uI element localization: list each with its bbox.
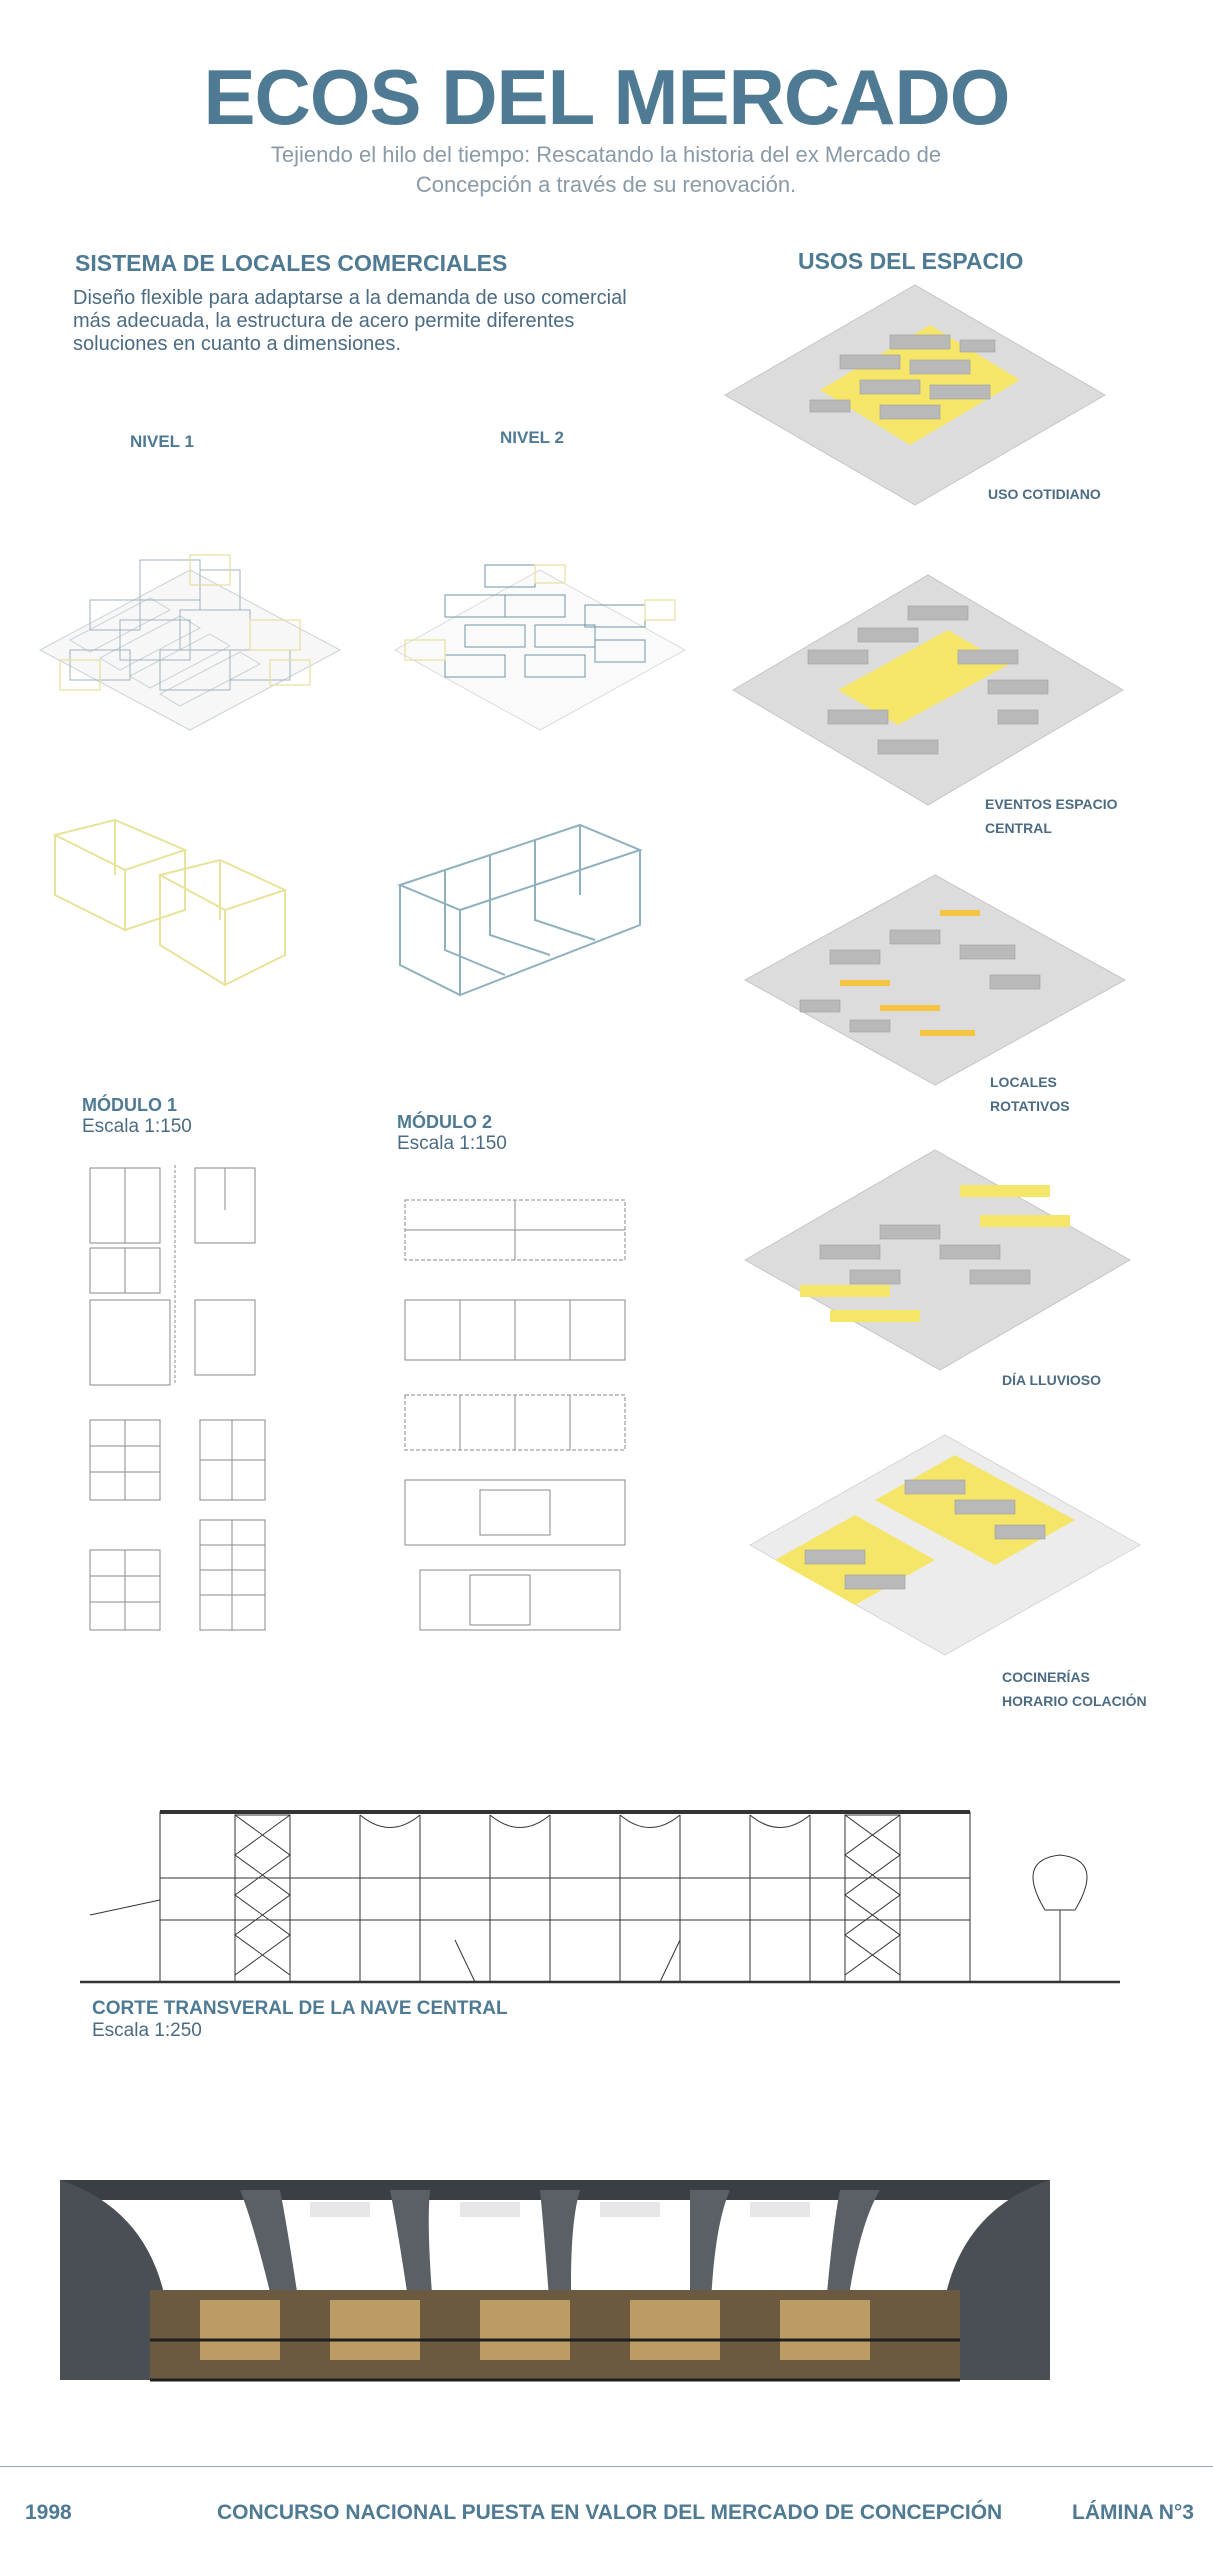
nivel-2-axonometric	[393, 564, 687, 731]
modulo-2-frame	[397, 823, 643, 997]
modulo-1-name: MÓDULO 1	[82, 1095, 178, 1115]
page-subtitle: Tejiendo el hilo del tiempo: Rescatando …	[206, 140, 1006, 200]
uso-4-label: DÍA LLUVIOSO	[1002, 1372, 1102, 1388]
corte-scale: Escala 1:250	[92, 2020, 202, 2041]
uso-5-label: COCINERÍAS HORARIO COLACIÓN	[1002, 1669, 1147, 1709]
footer-bar: 1998 CONCURSO NACIONAL PUESTA EN VALOR D…	[0, 2466, 1213, 2560]
modulo-2-plans	[404, 1199, 626, 1631]
subtitle-line-2: Concepción a través de su renovación.	[415, 172, 797, 197]
corte-title: CORTE TRANSVERAL DE LA NAVE CENTRAL	[92, 1998, 508, 2019]
corte-transversal-drawing	[80, 1810, 1120, 1984]
locales-heading: SISTEMA DE LOCALES COMERCIALES	[75, 250, 508, 276]
uso-1-label: USO COTIDIANO	[988, 486, 1101, 502]
usos-heading: USOS DEL ESPACIO	[798, 248, 1024, 274]
footer-year: 1998	[25, 2501, 72, 2524]
dia-lluvioso-axonometric	[743, 1149, 1132, 1371]
locales-description: Diseño flexible para adaptarse a la dema…	[73, 287, 627, 355]
modulo-2-name: MÓDULO 2	[397, 1112, 493, 1132]
modulo-1-plans	[89, 1165, 266, 1631]
nivel-1-label: NIVEL 1	[130, 432, 194, 451]
modulo-2-scale: Escala 1:150	[397, 1133, 507, 1154]
eventos-espacio-central-axonometric	[732, 574, 1124, 806]
nivel-1-axonometric	[38, 554, 342, 731]
footer-contest: CONCURSO NACIONAL PUESTA EN VALOR DEL ME…	[217, 2501, 1003, 2524]
uso-cotidiano-axonometric	[724, 284, 1106, 506]
uso-2-label: EVENTOS ESPACIO CENTRAL	[985, 796, 1118, 836]
subtitle-line-1: Tejiendo el hilo del tiempo: Rescatando …	[270, 142, 942, 167]
modulo-1-scale: Escala 1:150	[82, 1116, 192, 1137]
nivel-2-label: NIVEL 2	[500, 428, 564, 447]
cocinerias-axonometric	[748, 1434, 1142, 1656]
uso-3-label: LOCALES ROTATIVOS	[990, 1074, 1070, 1114]
nave-render	[60, 2180, 1050, 2390]
locales-rotativos-axonometric	[743, 874, 1127, 1086]
footer-sheet: LÁMINA N°3	[1072, 2501, 1194, 2524]
modulo-1-frame	[52, 818, 288, 987]
page-title: ECOS DEL MERCADO	[203, 53, 1011, 141]
